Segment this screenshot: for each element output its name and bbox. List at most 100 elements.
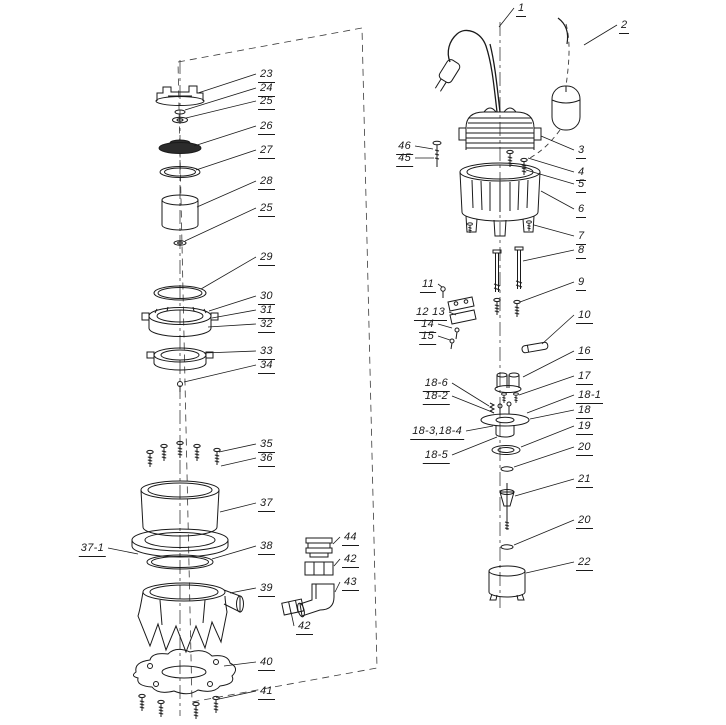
part-4-5-screws (506, 149, 528, 176)
leader-line-22-43 (525, 561, 575, 574)
part-10-pin (521, 341, 549, 354)
leader-line-6-30 (540, 190, 575, 210)
leader-line-40-18 (223, 661, 257, 667)
part-callout-29-7: 29 (258, 251, 275, 266)
part-41-screws (138, 693, 220, 720)
leader-lines (107, 7, 618, 700)
part-callout-10-34: 10 (576, 309, 593, 324)
leader-line-46-44 (414, 145, 434, 150)
part-38-oring (146, 554, 214, 570)
part-34-pin (177, 381, 183, 392)
part-callout-43-23: 43 (342, 576, 359, 591)
part-callout-2-26: 2 (619, 19, 630, 34)
leader-line-38-16 (211, 545, 257, 560)
leader-line-18-3,18-4-52 (465, 425, 494, 432)
leader-line-17-36 (518, 375, 575, 396)
part-callout-25-6: 25 (258, 202, 275, 217)
part-callout-32-10: 32 (258, 318, 275, 333)
part-callout-18-2-51: 18-2 (422, 390, 450, 405)
part-callout-37-15: 37 (258, 497, 275, 512)
leader-line-41-19 (218, 690, 257, 700)
leader-line-15-49 (437, 335, 451, 341)
part-callout-36-14: 36 (258, 452, 275, 467)
leader-line-42-24 (290, 611, 295, 627)
leader-line-7-31 (533, 224, 575, 237)
part-callout-18-38: 18 (576, 404, 593, 419)
plug (434, 59, 461, 92)
part-callout-21-41: 21 (576, 473, 593, 488)
part-20b-washer (500, 544, 514, 550)
part-callout-31-9: 31 (258, 304, 275, 319)
part-35-36-screws (146, 440, 221, 468)
part-callout-26-3: 26 (258, 120, 275, 135)
leader-line-12 13-47 (448, 311, 457, 316)
part-callout-6-30: 6 (576, 203, 587, 218)
leader-line-4-28 (527, 157, 575, 173)
hose-fitting-parts (281, 537, 335, 618)
leader-line-2-26 (583, 24, 618, 46)
leader-line-16-35 (522, 350, 575, 378)
part-callout-39-17: 39 (258, 582, 275, 597)
part-callout-5-29: 5 (576, 178, 587, 193)
part-callout-16-35: 16 (576, 345, 593, 360)
leader-line-33-11 (203, 350, 257, 354)
part-9-screws (493, 297, 521, 318)
part-callout-30-8: 30 (258, 290, 275, 305)
part-callout-3-27: 3 (576, 144, 587, 159)
leader-line-18-6-50 (451, 382, 490, 407)
part-callout-45-45: 45 (396, 152, 413, 167)
part-18-seal-assembly (480, 401, 530, 438)
part-1-power-cable (434, 29, 501, 113)
leader-line-19-39 (520, 425, 575, 448)
leader-line-18-1-37 (526, 394, 575, 414)
leader-line-26-3 (193, 125, 257, 147)
left-assembly (131, 85, 244, 720)
part-26-disc (158, 139, 202, 154)
part-19-ring (491, 445, 521, 455)
part-20-washer (500, 466, 514, 472)
part-callout-9-33: 9 (576, 276, 587, 291)
leader-line-10-34 (541, 314, 575, 345)
part-callout-40-18: 40 (258, 656, 275, 671)
leader-line-18-38 (529, 409, 575, 420)
part-44-hose-barb (305, 537, 333, 558)
part-6-outer-housing (459, 162, 541, 237)
part-37-housing-cup (140, 480, 220, 537)
leader-line-8-32 (522, 249, 575, 262)
part-callout-35-13: 35 (258, 438, 275, 453)
part-callout-18-1-37: 18-1 (576, 389, 604, 404)
part-callout-1-25: 1 (516, 2, 527, 17)
part-29-gasket (153, 285, 207, 301)
leader-line-34-12 (183, 364, 257, 383)
float-cable-hidden-path (529, 129, 561, 159)
part-3-motor-stator (458, 107, 542, 150)
part-callout-27-4: 27 (258, 144, 275, 159)
part-callout-18-6-50: 18-6 (422, 377, 450, 392)
leader-line-20-40 (513, 446, 575, 468)
leader-line-42-22 (333, 558, 341, 567)
part-25-washer (172, 116, 188, 124)
leader-line-18-5-53 (451, 436, 498, 456)
part-callout-46-44: 46 (396, 140, 413, 155)
leader-line-9-33 (519, 281, 575, 303)
leader-line-24-1 (184, 87, 257, 111)
leader-line-23-0 (197, 73, 257, 94)
part-callout-24-1: 24 (258, 82, 275, 97)
part-callout-28-5: 28 (258, 175, 275, 190)
part-42-nut (304, 561, 334, 576)
part-callout-20-42: 20 (576, 514, 593, 529)
leader-line-37-15 (219, 502, 257, 513)
part-callout-42-22: 42 (342, 553, 359, 568)
part-callout-14-48: 14 (419, 318, 436, 333)
part-39-volute (137, 582, 244, 654)
leader-line-29-7 (200, 256, 257, 290)
part-callout-19-39: 19 (576, 420, 593, 435)
part-callout-18-3,18-4-52: 18-3,18-4 (410, 425, 464, 440)
leader-line-39-17 (229, 587, 257, 594)
leader-line-1-25 (498, 7, 515, 28)
leader-line-25-2 (185, 100, 257, 119)
leader-line-21-41 (514, 478, 575, 497)
part-callout-25-2: 25 (258, 95, 275, 110)
part-16-terminal-block (494, 372, 522, 393)
